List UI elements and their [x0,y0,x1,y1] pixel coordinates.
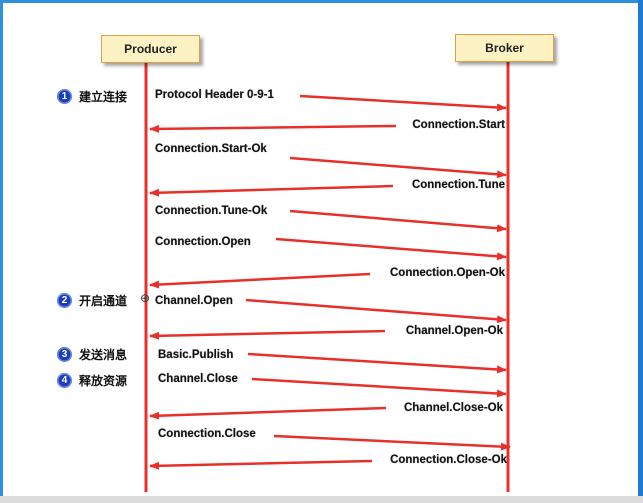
message-label: Connection.Tune-Ok [155,205,268,217]
arrow-to-broker [289,209,507,233]
window-frame-bottom [0,496,643,503]
step-number-badge: 2 [57,293,72,308]
arrow-to-producer [149,184,394,197]
arrow-to-producer [149,329,386,340]
step-label: 开启通道 [79,294,128,308]
arrow-to-producer [149,459,373,470]
step-1-connect: 1 建立连接 [57,88,127,105]
arrow-to-broker [273,434,511,451]
step-4-release-resources: 4 释放资源 [57,372,127,389]
step-number-badge: 3 [57,347,72,362]
message-label: Connection.Close [158,428,256,440]
arrow-to-producer [149,406,387,420]
window-frame-right [638,0,643,503]
producer-participant: Producer [101,35,200,63]
arrow-to-broker [289,156,507,179]
message-label: Channel.Close-Ok [403,402,503,414]
message-label: Protocol Header 0-9-1 [155,89,274,101]
step-label: 释放资源 [79,374,128,388]
step-label: 发送消息 [79,348,128,362]
arrow-to-broker [275,237,507,261]
broker-participant: Broker [455,34,554,62]
window-frame-top [0,0,643,3]
arrow-to-broker [251,377,507,398]
message-label: Connection.Open [155,236,251,248]
step-label: 建立连接 [79,90,128,104]
window-frame-left [0,0,3,503]
arrow-to-broker [245,298,507,324]
arrow-to-producer [149,272,371,289]
message-label: Channel.Open-Ok [405,325,503,337]
message-label: Connection.Tune [411,179,505,191]
message-label: Basic.Publish [158,349,234,361]
step-number-badge: 4 [57,373,72,388]
message-label: Connection.Start-Ok [155,143,267,155]
message-label: Channel.Close [158,373,238,385]
zoom-cursor-icon: ⊕ [140,291,151,305]
message-label: Connection.Close-Ok [390,454,507,466]
step-2-open-channel: 2 开启通道 [57,292,127,309]
arrow-to-producer [149,124,397,133]
step-number-badge: 1 [57,89,72,104]
step-3-send-message: 3 发送消息 [57,346,127,363]
message-label: Connection.Start [412,119,505,131]
message-label: Connection.Open-Ok [390,267,505,279]
arrow-to-broker [299,94,507,112]
arrow-to-broker [247,352,507,374]
message-label: Channel.Open [155,295,233,307]
